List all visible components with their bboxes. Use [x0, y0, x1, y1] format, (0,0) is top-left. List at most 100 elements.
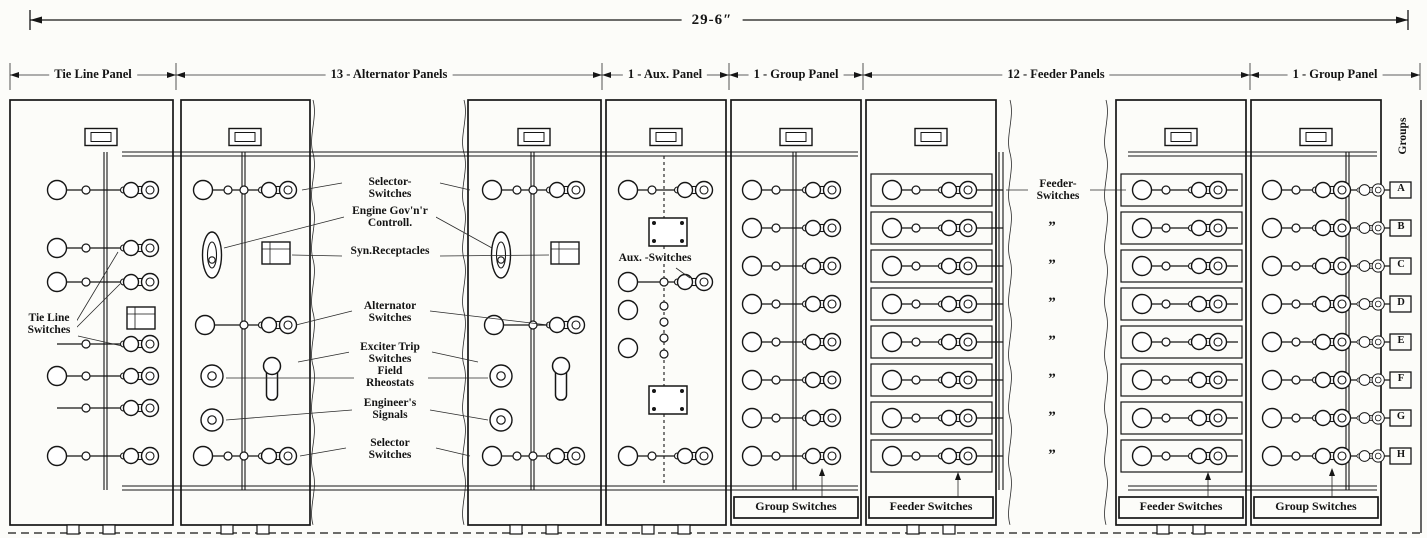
switch-row [741, 331, 842, 353]
group-switches-label-box [1253, 496, 1379, 519]
alternator-panel-last [481, 127, 586, 535]
callout-engine-governor-control: Engine Gov'n'r Controll. [344, 205, 436, 230]
group-letter-plate [1389, 219, 1412, 237]
ditto-mark: ” [1048, 409, 1056, 425]
feeder-row [870, 401, 1003, 435]
section-label-group-panel-left: 1 - Group Panel [748, 67, 844, 82]
switch-row [617, 271, 714, 293]
callout-field-rheostats: Field Rheostats [355, 365, 425, 390]
group-letter-plate [1389, 295, 1412, 313]
group-row [1261, 407, 1412, 429]
feeder-row [1120, 173, 1243, 207]
callout-leader-lines [223, 182, 1126, 457]
switch-row [46, 445, 160, 467]
aux-switch-block-icon [648, 385, 688, 415]
switch-row [617, 179, 714, 201]
switch-row [741, 179, 842, 201]
aux-switch-block-icon [648, 217, 688, 247]
group-row [1261, 293, 1412, 315]
group-panel-right [1253, 127, 1412, 519]
section-label-feeder-panels: 12 - Feeder Panels [1002, 67, 1110, 82]
group-letter: A [1397, 183, 1405, 194]
switch-row [57, 334, 160, 354]
ditto-mark: ” [1048, 333, 1056, 349]
switch-row [57, 398, 160, 418]
group-letter-plate [1389, 333, 1412, 351]
feeder-row [870, 363, 1003, 397]
switch-row [46, 237, 160, 259]
switch-row [46, 365, 160, 387]
group-panel-left [733, 127, 859, 519]
panel-feet-icon [641, 524, 691, 535]
feeder-switches-label-box [868, 496, 994, 519]
field-rheostat-handle-icon [262, 356, 282, 401]
ditto-mark: ” [1048, 257, 1056, 273]
rheostat-icon [200, 408, 224, 432]
callout-tie-line-switches: Tie Line Switches [21, 312, 77, 337]
group-row [1261, 331, 1412, 353]
alternator-panel-first [192, 127, 298, 535]
group-row [1261, 217, 1412, 239]
feeder-row [1120, 249, 1243, 283]
callout-alternator-switches: Alternator Switches [354, 300, 426, 325]
group-switches-label-box [733, 496, 859, 519]
switch-row [741, 255, 842, 277]
group-letter: F [1397, 373, 1405, 384]
switch-row [741, 445, 842, 467]
switch-row [741, 293, 842, 315]
rheostat-icon [489, 364, 513, 388]
group-letter-plate [1389, 257, 1412, 275]
group-letter: D [1397, 297, 1405, 308]
group-row [1261, 369, 1412, 391]
feeder-row [1120, 363, 1243, 397]
label-group-switches-right: Group Switches [1275, 499, 1357, 513]
callout-exciter-trip-switches: Exciter Trip Switches [349, 341, 431, 366]
rheostat-icon [200, 364, 224, 388]
feeder-row [870, 211, 1003, 245]
ditto-mark: ” [1048, 447, 1056, 463]
feeder-panel-left [868, 127, 1003, 535]
callout-selector-switches-bottom: Selector Switches [359, 437, 421, 462]
nameplate-icon [517, 127, 551, 147]
label-group-switches-left: Group Switches [755, 499, 837, 513]
feeder-row [870, 325, 1003, 359]
switch-row [46, 271, 160, 293]
callout-selector-switches-top: Selector- Switches [359, 176, 421, 201]
nameplate-icon [228, 127, 262, 147]
group-row [1261, 445, 1412, 467]
syn-receptacle-icon [550, 241, 580, 265]
tie-line-panel [46, 127, 160, 535]
governor-control-icon [201, 231, 223, 279]
feeder-panel-right [1118, 127, 1244, 535]
overall-width-label: 29-6″ [681, 12, 743, 29]
nameplate-icon [779, 127, 813, 147]
switch-row [741, 369, 842, 391]
switch-row [481, 445, 586, 467]
ditto-mark: ” [1048, 371, 1056, 387]
switch-row [46, 179, 160, 201]
group-row [1261, 255, 1412, 277]
ditto-mark: ” [1048, 295, 1056, 311]
nameplate-icon [914, 127, 948, 147]
feeder-row [870, 173, 1003, 207]
feeder-row [1120, 325, 1243, 359]
nameplate-icon [84, 127, 118, 147]
group-letter-plate [1389, 371, 1412, 389]
feeder-switches-label-box [1118, 496, 1244, 519]
group-letter: C [1397, 259, 1405, 270]
overall-dimension [29, 10, 1409, 30]
syn-receptacle-icon [261, 241, 291, 265]
group-letter-plate [1389, 447, 1412, 465]
feeder-row [870, 249, 1003, 283]
switch-row [617, 445, 714, 467]
callout-aux-switches: Aux. -Switches [618, 252, 692, 265]
switch-row [194, 314, 298, 336]
nameplate-icon [1164, 127, 1198, 147]
switch-row [481, 179, 586, 201]
group-letter-plate [1389, 181, 1412, 199]
group-letter: B [1397, 221, 1405, 232]
rheostat-icon [489, 408, 513, 432]
switch-row [192, 179, 298, 201]
